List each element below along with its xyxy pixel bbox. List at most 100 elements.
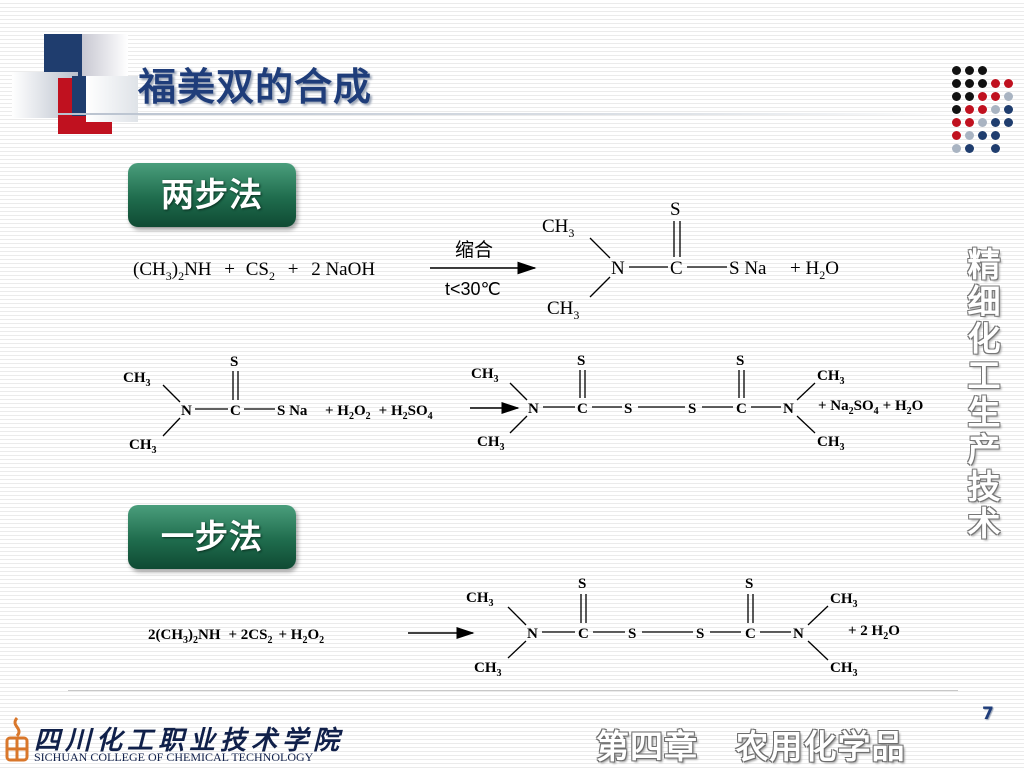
decor-dot [965,118,974,127]
reaction-2: S CH3 CH3 N C S Na + H2O2+ H2SO4 CH3 CH3… [123,353,923,456]
decor-dot [991,118,1000,127]
decor-square-red [82,34,128,76]
decor-dot [952,144,961,153]
decor-dot [991,79,1000,88]
college-name-cn: 四川化工职业技术学院 [34,726,345,756]
vertical-char: 细 [967,282,1001,321]
svg-text:CH3: CH3 [466,590,494,609]
decor-dot [1004,118,1013,127]
decor-dot [965,131,974,140]
r1-water: + H2O [790,258,839,282]
decor-dot [952,66,961,75]
svg-text:S Na: S Na [277,403,308,419]
decor-dot [978,131,987,140]
vertical-char: 技 [967,467,1001,506]
svg-text:S: S [745,576,753,592]
svg-text:S: S [230,354,238,370]
decor-dot [965,66,974,75]
decor-dot [965,144,974,153]
reaction1-reactants: (CH3)2NH + CS2 + 2 NaOH [133,259,375,285]
college-logo-icon [5,717,29,762]
svg-text:N: N [793,626,804,642]
svg-text:C: C [736,401,747,417]
decor-dot [965,105,974,114]
svg-text:S: S [577,353,585,369]
r1-S: S [670,199,681,220]
svg-text:N: N [181,403,192,419]
svg-text:S: S [624,401,632,417]
vertical-char: 精 [967,245,1001,284]
svg-text:S: S [696,626,704,642]
decor-dot [978,92,987,101]
decor-dot [952,79,961,88]
reaction1-condition-top: 缩合 [455,239,493,261]
svg-text:N: N [527,626,538,642]
svg-text:C: C [578,626,589,642]
svg-text:CH3: CH3 [477,434,505,453]
vertical-char: 术 [967,504,1001,543]
decor-dot [991,92,1000,101]
decor-dot [965,92,974,101]
decor-dot [952,105,961,114]
svg-text:CH3: CH3 [830,660,858,679]
decor-square-navy [44,34,82,76]
dot-grid-decoration [952,66,1024,176]
college-name-en: SICHUAN COLLEGE OF CHEMICAL TECHNOLOGY [34,750,314,764]
decor-dot [952,92,961,101]
r1-ch3-bottom: CH3 [547,298,579,322]
svg-text:+ Na2SO4+ H2O: + Na2SO4+ H2O [818,398,923,417]
vertical-course-title: 精 细 化 工 生 产 技 术 [962,246,1006,542]
decor-dot [952,131,961,140]
decor-dot [978,79,987,88]
footer-divider [68,690,958,691]
vertical-char: 生 [967,393,1001,432]
decor-dot [952,118,961,127]
svg-text:CH3: CH3 [471,366,499,385]
svg-text:2(CH3)2NH+ 2CS2+ H2O2: 2(CH3)2NH+ 2CS2+ H2O2 [148,627,324,646]
svg-text:S: S [688,401,696,417]
reaction1-condition-bottom: t<30℃ [445,279,501,299]
svg-text:S: S [736,353,744,369]
page-number: 7 [982,704,994,724]
decor-dot [1004,105,1013,114]
vertical-char: 化 [967,319,1001,358]
svg-text:+ 2 H2O: + 2 H2O [848,623,900,642]
reaction-3: 2(CH3)2NH+ 2CS2+ H2O2 CH3 CH3 N S C S S … [148,576,900,679]
r1-SNa: S Na [729,258,767,279]
decor-dot [991,105,1000,114]
svg-text:S: S [628,626,636,642]
page-title: 福美双的合成 [138,65,373,109]
decor-dot [991,131,1000,140]
decor-dot [1004,79,1013,88]
decor-dot [965,79,974,88]
svg-text:S: S [578,576,586,592]
r1-ch3-top: CH3 [542,216,574,240]
one-step-method-button[interactable]: 一步法 [128,505,296,569]
two-step-method-button[interactable]: 两步法 [128,163,296,227]
svg-text:C: C [745,626,756,642]
svg-text:CH3: CH3 [817,368,845,387]
r1-C: C [670,258,683,279]
vertical-char: 工 [967,356,1001,395]
svg-text:N: N [783,401,794,417]
svg-text:CH3: CH3 [474,660,502,679]
svg-text:C: C [577,401,588,417]
decor-dot [991,144,1000,153]
chapter-label: 第四章 农用化学品 [596,727,906,766]
decor-dot [978,118,987,127]
svg-text:CH3: CH3 [830,591,858,610]
r1-N: N [611,258,625,279]
title-underline [58,113,958,115]
svg-text:N: N [528,401,539,417]
svg-text:CH3: CH3 [129,437,157,456]
svg-text:CH3: CH3 [123,370,151,389]
reaction-1: (CH3)2NH + CS2 + 2 NaOH 缩合 t<30℃ S CH3 C… [133,199,839,322]
decor-dot [978,66,987,75]
decor-dot [1004,92,1013,101]
vertical-char: 产 [967,430,1001,469]
decor-dot [978,105,987,114]
svg-text:C: C [230,403,241,419]
svg-text:+ H2O2+ H2SO4: + H2O2+ H2SO4 [325,403,433,422]
svg-text:CH3: CH3 [817,434,845,453]
